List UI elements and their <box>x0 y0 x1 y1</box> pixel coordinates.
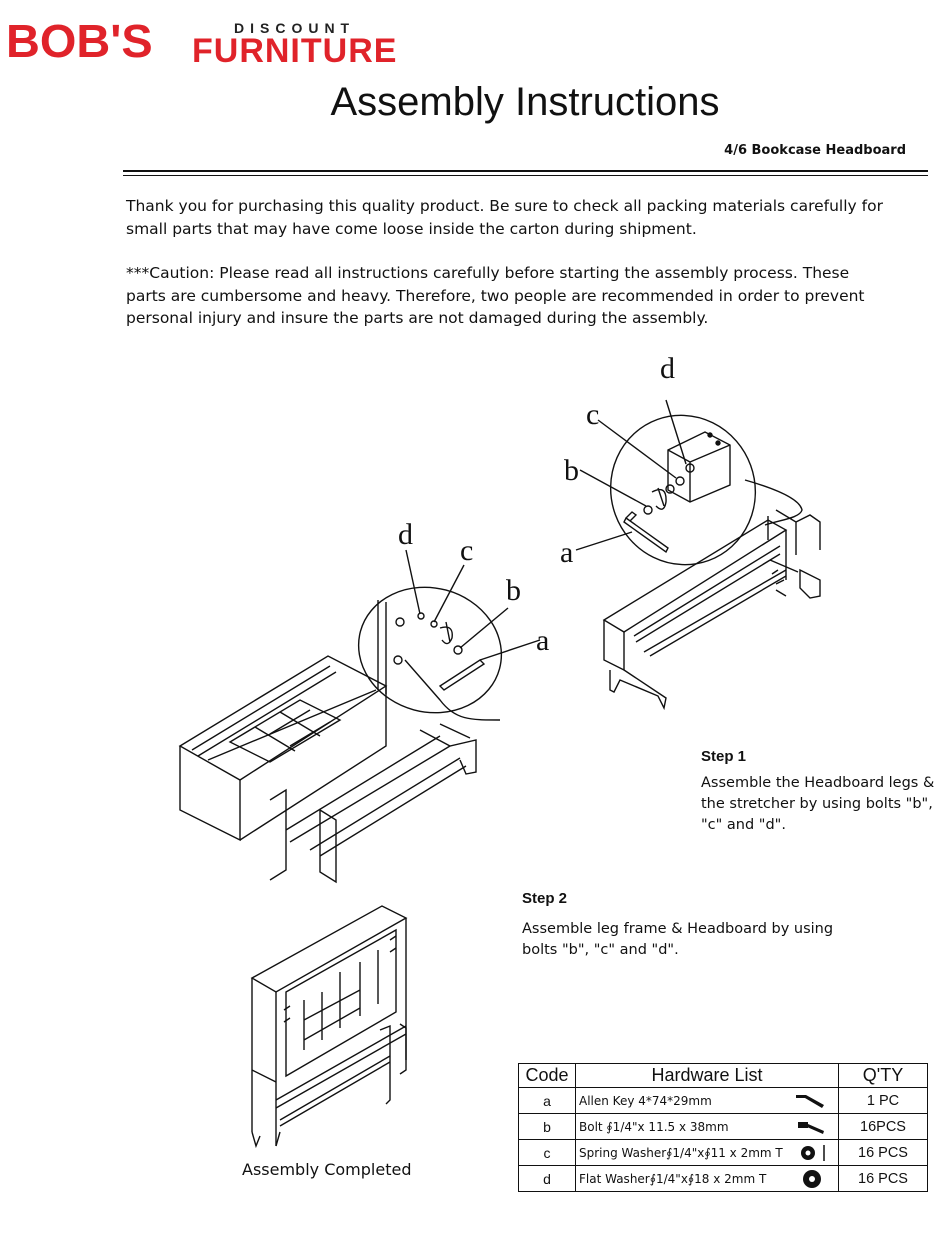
caution-paragraph: ***Caution: Please read all instructions… <box>126 264 865 327</box>
label-d: d <box>660 352 675 385</box>
allen-key-icon <box>796 1095 824 1108</box>
completed-headboard-diagram <box>250 905 408 1149</box>
row-name: Flat Washer∮1/4"x∮18 x 2mm T <box>579 1171 767 1186</box>
header-hardware-list: Hardware List <box>575 1063 839 1088</box>
step2-text: Assemble leg frame & Headboard by using … <box>522 921 834 958</box>
row-item: Flat Washer∮1/4"x∮18 x 2mm T <box>575 1165 839 1192</box>
label-c: c <box>586 398 599 431</box>
row-qty: 16 PCS <box>838 1139 928 1166</box>
step2-diagram: d c b a <box>178 518 549 884</box>
label-a: a <box>560 536 573 569</box>
label-b: b <box>564 454 579 487</box>
step1-title: Step 1 <box>701 748 747 765</box>
logo-furniture-text: FURNITURE <box>192 32 398 70</box>
product-name: 4/6 Bookcase Headboard <box>724 143 906 158</box>
row-code: a <box>518 1087 576 1114</box>
step2-title: Step 2 <box>522 890 568 907</box>
row-qty: 16PCS <box>838 1113 928 1140</box>
header-qty: Q'TY <box>838 1063 928 1088</box>
brand-logo: BOB'S DISCOUNT FURNITURE <box>6 18 398 68</box>
table-row: c Spring Washer∮1/4"x∮11 x 2mm T 16 PCS <box>518 1139 928 1166</box>
intro-paragraph: Thank you for purchasing this quality pr… <box>126 197 883 238</box>
table-row: d Flat Washer∮1/4"x∮18 x 2mm T 16 PCS <box>518 1165 928 1192</box>
logo-discount-text: DISCOUNT <box>234 20 356 36</box>
flat-washer-icon <box>803 1170 821 1188</box>
step1-diagram: d c b a <box>560 352 821 710</box>
label-b-2: b <box>506 574 521 607</box>
row-item: Bolt ∮1/4"x 11.5 x 38mm <box>575 1113 839 1140</box>
bolt-icon <box>798 1122 824 1134</box>
hardware-table: Code Hardware List Q'TY a Allen Key 4*74… <box>518 1063 928 1192</box>
row-item: Spring Washer∮1/4"x∮11 x 2mm T <box>575 1139 839 1166</box>
row-code: d <box>518 1165 576 1192</box>
label-c-2: c <box>460 534 473 567</box>
hardware-header-row: Code Hardware List Q'TY <box>518 1063 928 1088</box>
header-rule-thin <box>123 175 928 176</box>
row-name: Spring Washer∮1/4"x∮11 x 2mm T <box>579 1145 783 1160</box>
row-name: Allen Key 4*74*29mm <box>579 1093 712 1108</box>
logo-bobs-text: BOB'S <box>6 15 153 67</box>
row-code: c <box>518 1139 576 1166</box>
header-code: Code <box>518 1063 576 1088</box>
label-a-2: a <box>536 624 549 657</box>
page-title: Assembly Instructions <box>330 80 720 124</box>
table-row: b Bolt ∮1/4"x 11.5 x 38mm 16PCS <box>518 1113 928 1140</box>
row-qty: 16 PCS <box>838 1165 928 1192</box>
label-d-2: d <box>398 518 413 551</box>
row-code: b <box>518 1113 576 1140</box>
row-name: Bolt ∮1/4"x 11.5 x 38mm <box>579 1119 729 1134</box>
completed-caption: Assembly Completed <box>242 1160 412 1179</box>
step1-text: Assemble the Headboard legs & the stretc… <box>701 775 935 833</box>
table-row: a Allen Key 4*74*29mm 1 PC <box>518 1087 928 1114</box>
row-qty: 1 PC <box>838 1087 928 1114</box>
row-item: Allen Key 4*74*29mm <box>575 1087 839 1114</box>
spring-washer-icon <box>801 1145 825 1161</box>
header-rule <box>123 170 928 172</box>
